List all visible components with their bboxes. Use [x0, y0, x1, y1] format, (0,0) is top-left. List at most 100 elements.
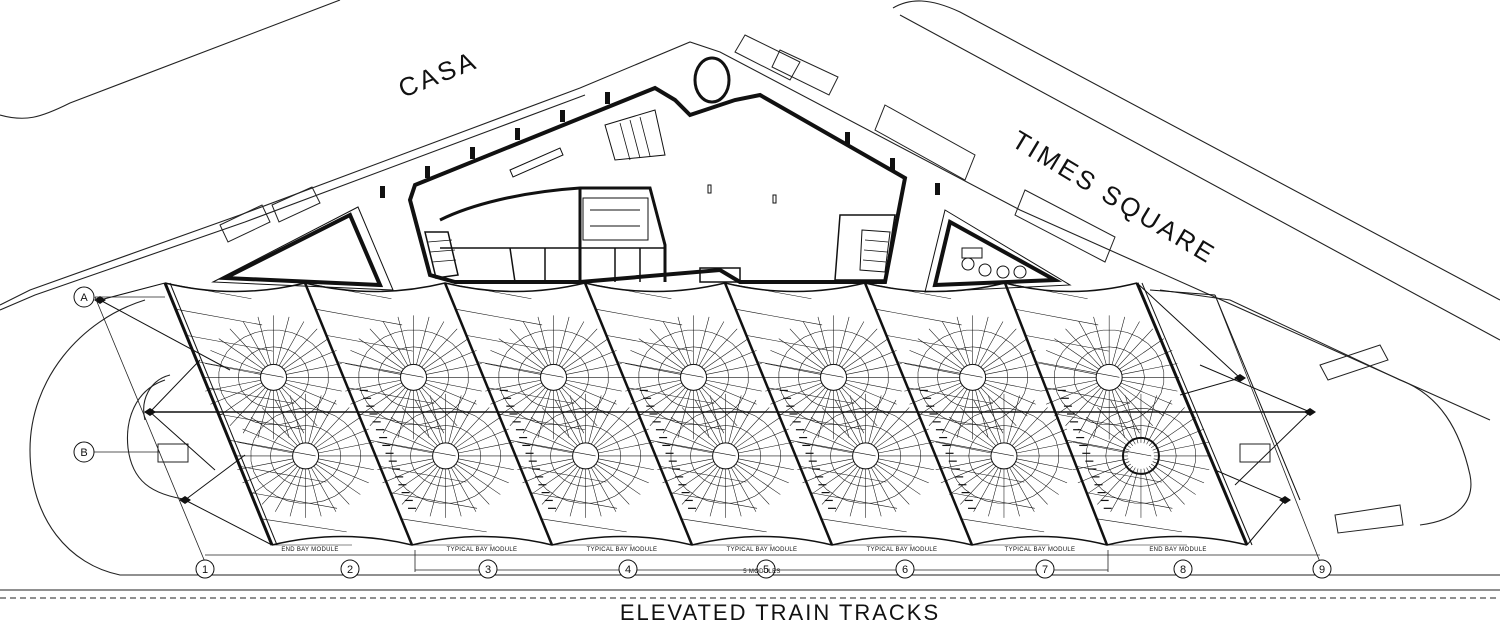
canopy-mesh-radial — [401, 407, 438, 446]
canopy-mesh-diagonal — [918, 413, 1004, 430]
canopy-mesh-radial — [1150, 417, 1196, 449]
canopy-mesh-radial — [810, 417, 856, 449]
canopy-mesh-radial — [701, 328, 738, 368]
canopy-mesh-radial — [1117, 328, 1154, 368]
canopy-mesh-radial — [843, 385, 889, 417]
canopy-mesh-radial — [1110, 399, 1136, 445]
svg-text:3: 3 — [485, 564, 491, 576]
canopy-mesh-radial — [1153, 458, 1210, 470]
canopy-mesh-radial — [973, 399, 999, 445]
canopy-mesh-radial — [281, 387, 318, 426]
canopy-mesh-diagonal — [886, 335, 973, 352]
svg-text:6: 6 — [902, 564, 908, 576]
canopy-mesh-radial — [317, 428, 369, 451]
canopy-mesh-radial — [1110, 467, 1136, 512]
canopy-mesh-radial — [985, 379, 1041, 392]
canopy-mesh-radial — [1111, 316, 1126, 365]
canopy-mesh-radial — [625, 363, 681, 375]
canopy-mesh-radial — [984, 382, 1036, 405]
column-grid-5: 5 — [756, 559, 776, 579]
canopy-mesh-diagonal — [261, 518, 347, 533]
canopy-mesh-radial — [429, 468, 443, 517]
canopy-mesh-radial — [985, 363, 1041, 375]
canopy-mesh-radial — [877, 428, 929, 451]
svg-text:4: 4 — [625, 564, 631, 576]
street-label-casa: CASA — [394, 45, 482, 104]
canopy-mesh-radial — [382, 461, 435, 484]
canopy-mesh-diagonal — [1066, 439, 1152, 457]
canopy-mesh-radial — [731, 467, 757, 512]
canopy-mesh-radial — [390, 463, 436, 495]
canopy-mesh-radial — [1016, 441, 1073, 454]
canopy-mesh-radial — [451, 399, 477, 445]
column-grid-7: 7 — [1035, 559, 1055, 579]
canopy-mesh-radial — [737, 428, 789, 451]
canopy-mesh-radial — [984, 350, 1036, 372]
canopy-mesh-radial — [978, 388, 1004, 434]
canopy-mesh-radial — [630, 350, 682, 372]
module-label-end-left: END BAY MODULE — [281, 547, 338, 553]
canopy-mesh-radial — [789, 328, 826, 368]
canopy-mesh-diagonal — [304, 282, 392, 299]
canopy-mesh-radial — [565, 350, 617, 372]
canopy-mesh-radial — [873, 465, 910, 505]
canopy-mesh-radial — [425, 350, 477, 372]
canopy-mesh-radial — [421, 328, 458, 368]
svg-text:8: 8 — [1180, 564, 1186, 576]
canopy-mesh-ring — [238, 346, 309, 408]
canopy-mesh-radial — [935, 441, 992, 454]
canopy-mesh-radial — [588, 395, 602, 444]
parking-stalls — [157, 34, 1404, 534]
canopy-mesh-radial — [1143, 468, 1157, 517]
canopy-mesh-radial — [286, 379, 342, 392]
canopy-mesh-diagonal — [1096, 518, 1182, 533]
building — [407, 56, 908, 284]
canopy-mesh-diagonal — [250, 492, 338, 509]
module-label-end-right: END BAY MODULE — [1149, 547, 1206, 553]
canopy-mesh-radial — [797, 458, 853, 470]
canopy-mesh-diagonal — [207, 387, 295, 404]
module-label-total: 5 MODULES — [743, 569, 780, 575]
canopy-mesh-diagonal — [239, 466, 327, 483]
canopy-mesh-diagonal — [315, 308, 403, 326]
svg-text:7: 7 — [1042, 564, 1048, 576]
canopy-mesh-diagonal — [358, 413, 445, 430]
canopy-mesh-radial — [988, 395, 1002, 444]
canopy-mesh-radial — [448, 468, 462, 517]
canopy-mesh-ring — [670, 408, 781, 504]
canopy-mesh-radial — [595, 417, 641, 449]
canopy-mesh-radial — [662, 428, 715, 451]
canopy-mesh-radial — [415, 467, 441, 512]
canopy-mesh-radial — [960, 407, 997, 446]
canopy-mesh-ring — [550, 425, 622, 487]
canopy-mesh-radial — [973, 467, 999, 512]
canopy-mesh-diagonal — [401, 518, 487, 533]
canopy-mesh-radial — [377, 458, 433, 470]
canopy-mesh-radial — [1114, 388, 1140, 434]
canopy-mesh-radial — [593, 407, 630, 446]
canopy-mesh-radial — [846, 363, 902, 375]
canopy-mesh-ring — [498, 329, 609, 425]
canopy-mesh-diagonal — [498, 413, 585, 430]
canopy-mesh-radial — [849, 395, 863, 444]
canopy-mesh-radial — [980, 328, 1017, 368]
canopy-mesh-radial — [670, 463, 716, 495]
canopy-mesh-diagonal — [961, 518, 1045, 533]
canopy-mesh-radial — [283, 385, 329, 417]
canopy-mesh-diagonal — [175, 308, 263, 326]
canopy-mesh-ring — [778, 329, 889, 425]
canopy-mesh-radial — [1013, 463, 1059, 495]
canopy-mesh-radial — [706, 363, 762, 375]
canopy-mesh-ring — [658, 346, 729, 408]
module-labels: END BAY MODULE TYPICAL BAY MODULE TYPICA… — [281, 547, 1206, 575]
canopy-mesh-ring — [810, 408, 921, 504]
canopy-mesh-radial — [836, 316, 850, 365]
module-label-typical-5: TYPICAL BAY MODULE — [1005, 547, 1076, 553]
canopy-mesh-radial — [237, 458, 293, 470]
canopy-mesh-radial — [649, 387, 686, 426]
canopy-mesh-radial — [1114, 321, 1140, 366]
canopy-mesh-radial — [1119, 385, 1165, 417]
canopy-mesh-ring — [830, 425, 902, 487]
canopy-mesh-radial — [662, 388, 689, 434]
canopy-mesh-radial — [1040, 363, 1097, 375]
